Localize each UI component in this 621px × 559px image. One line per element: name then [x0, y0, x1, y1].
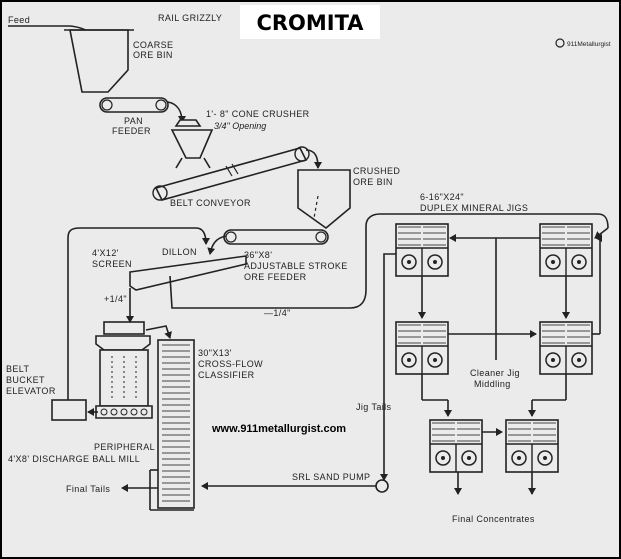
label-elevator-2: BUCKET: [6, 375, 45, 385]
jig-tails-line: [380, 253, 396, 481]
jig-cleaner-2: [505, 419, 559, 473]
jig-rougher-2: [539, 223, 593, 277]
label-pan-feeder-2: FEEDER: [112, 126, 151, 136]
label-pan-feeder-1: PAN: [124, 116, 143, 126]
dillon-screen: [129, 255, 247, 291]
website-text: www.911metallurgist.com: [211, 423, 346, 435]
label-jigs-1: 6-16"X24": [420, 192, 464, 202]
ball-mill: [95, 321, 153, 419]
crushed-ore-bin: [297, 169, 351, 230]
label-coarse-ore-bin-2: ORE BIN: [133, 50, 173, 60]
label-rail-grizzly: RAIL GRIZZLY: [158, 13, 222, 23]
label-ore-feeder-2: ADJUSTABLE STROKE: [244, 261, 348, 271]
sand-pump: [375, 479, 389, 493]
label-ball-mill-2: 4'X8' DISCHARGE BALL MILL: [8, 454, 140, 464]
belt-conveyor: [152, 146, 310, 201]
label-elevator-3: ELEVATOR: [6, 386, 56, 396]
label-ore-feeder-3: ORE FEEDER: [244, 272, 307, 282]
label-crushed-ore-bin-1: CRUSHED: [353, 166, 400, 176]
page-title: CROMITA: [256, 11, 364, 35]
label-classifier-2: CROSS-FLOW: [198, 359, 263, 369]
label-cleaner-jig-2: Middling: [474, 379, 511, 389]
label-dillon: DILLON: [162, 247, 197, 257]
label-cone-opening: 3/4" Opening: [214, 121, 266, 131]
elevator-to-screen-line: [67, 227, 210, 400]
jig-flow-lines: [418, 234, 602, 495]
jig-rougher-1: [395, 223, 449, 277]
ore-feeder: [223, 229, 329, 245]
label-final-concentrates: Final Concentrates: [452, 514, 535, 524]
label-screen-1: 4'X12': [92, 248, 119, 258]
label-feed: Feed: [8, 15, 30, 25]
label-crushed-ore-bin-2: ORE BIN: [353, 177, 393, 187]
label-jig-tails: Jig Tails: [356, 402, 392, 412]
label-cleaner-jig-1: Cleaner Jig: [470, 368, 520, 378]
label-belt-conveyor: BELT CONVEYOR: [170, 198, 251, 208]
feeder-to-screen-arrow: [207, 235, 227, 255]
label-jigs-2: DUPLEX MINERAL JIGS: [420, 203, 528, 213]
label-classifier-1: 30"X13': [198, 348, 232, 358]
label-classifier-3: CLASSIFIER: [198, 370, 255, 380]
label-elevator-1: BELT: [6, 364, 30, 374]
label-ore-feeder-1: 36"X8': [244, 250, 272, 260]
label-minus-quarter: —1/4": [264, 308, 291, 318]
label-ball-mill-1: PERIPHERAL: [94, 442, 155, 452]
bucket-elevator: [51, 399, 87, 421]
cross-flow-classifier: [149, 339, 195, 511]
label-cone-crusher: 1'- 8" CONE CRUSHER: [206, 109, 310, 119]
mill-to-classifier-arrow: [145, 325, 172, 339]
jig-cleaner-1: [429, 419, 483, 473]
undersize-to-jigs-line: [169, 213, 609, 309]
jig-scavenger-1: [395, 321, 449, 375]
label-coarse-ore-bin-1: COARSE: [133, 40, 173, 50]
brand-name: 911Metallurgist: [567, 41, 611, 48]
label-sand-pump: SRL SAND PUMP: [292, 472, 370, 482]
conveyor-to-bin-arrow: [305, 149, 322, 169]
title-box: [240, 5, 380, 39]
brand-logo: 911Metallurgist: [555, 38, 611, 48]
label-screen-2: SCREEN: [92, 259, 132, 269]
label-plus-quarter: +1/4": [104, 294, 127, 304]
pan-feeder: [99, 97, 169, 113]
label-final-tails: Final Tails: [66, 484, 110, 494]
cone-crusher: [170, 119, 214, 169]
jig-scavenger-2: [539, 321, 593, 375]
